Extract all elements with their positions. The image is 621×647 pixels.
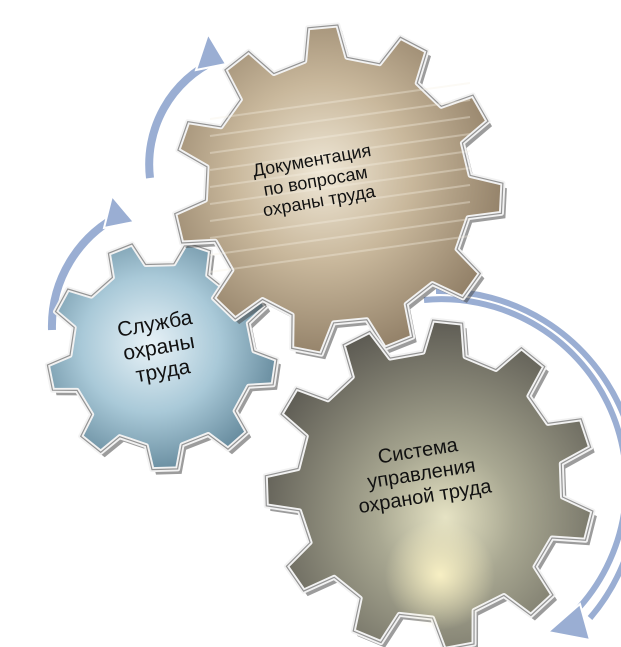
gear-system <box>262 317 597 647</box>
sparks-glow <box>385 520 495 630</box>
documentation-texture-line <box>209 82 471 120</box>
gear-documentation <box>172 22 507 360</box>
rotation-arrow-right <box>423 287 621 642</box>
documentation-texture-line <box>209 167 471 205</box>
documentation-texture-line <box>209 235 471 273</box>
documentation-texture-line <box>209 184 471 222</box>
documentation-texture-line <box>209 201 471 239</box>
rotation-arrow-top <box>142 31 228 179</box>
rotation-arrow-left <box>45 193 136 331</box>
documentation-texture-line <box>209 218 471 256</box>
documentation-texture <box>209 82 471 273</box>
documentation-texture-line <box>209 116 471 154</box>
gear-service-edge <box>46 241 278 471</box>
documentation-texture-line <box>209 99 471 137</box>
documentation-texture-line <box>209 150 471 188</box>
gear-system-edge <box>264 319 594 647</box>
gear-documentation-edge <box>174 24 504 355</box>
documentation-texture-line <box>209 133 471 171</box>
